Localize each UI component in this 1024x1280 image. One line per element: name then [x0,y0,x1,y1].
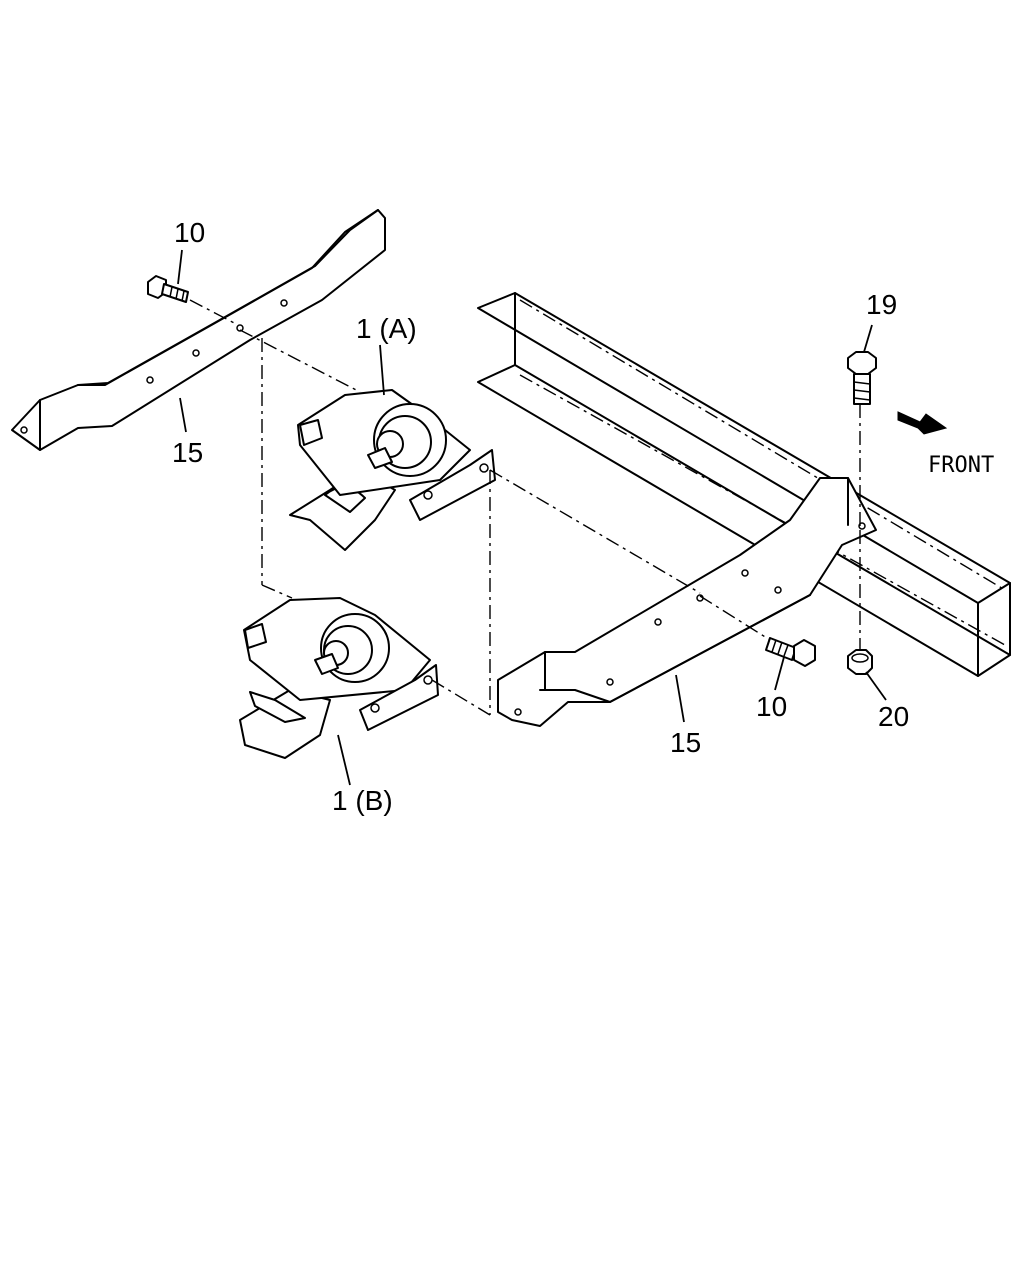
label-front: FRONT [928,453,994,478]
label-1b: 1 (B) [332,785,393,816]
frame-rail [477,292,1011,677]
label-19: 19 [866,289,897,320]
label-10-right: 10 [756,691,787,722]
nut-20 [847,649,873,675]
left-bracket [11,209,386,451]
label-20: 20 [878,701,909,732]
front-arrow-icon [897,411,948,435]
labels: 10 15 1 (A) 1 (B) 19 FRONT 15 10 20 [172,217,994,816]
label-15-left: 15 [172,437,203,468]
label-15-right: 15 [670,727,701,758]
right-bracket [497,477,877,727]
bolt-right [765,637,816,667]
mount-a [289,389,496,551]
bolt-19 [847,351,877,405]
leader-lines [177,249,887,786]
bolt-top-left [147,275,189,303]
mount-b [239,597,439,759]
assembly-lines [189,299,861,716]
label-10-top-left: 10 [174,217,205,248]
label-1a: 1 (A) [356,313,417,344]
